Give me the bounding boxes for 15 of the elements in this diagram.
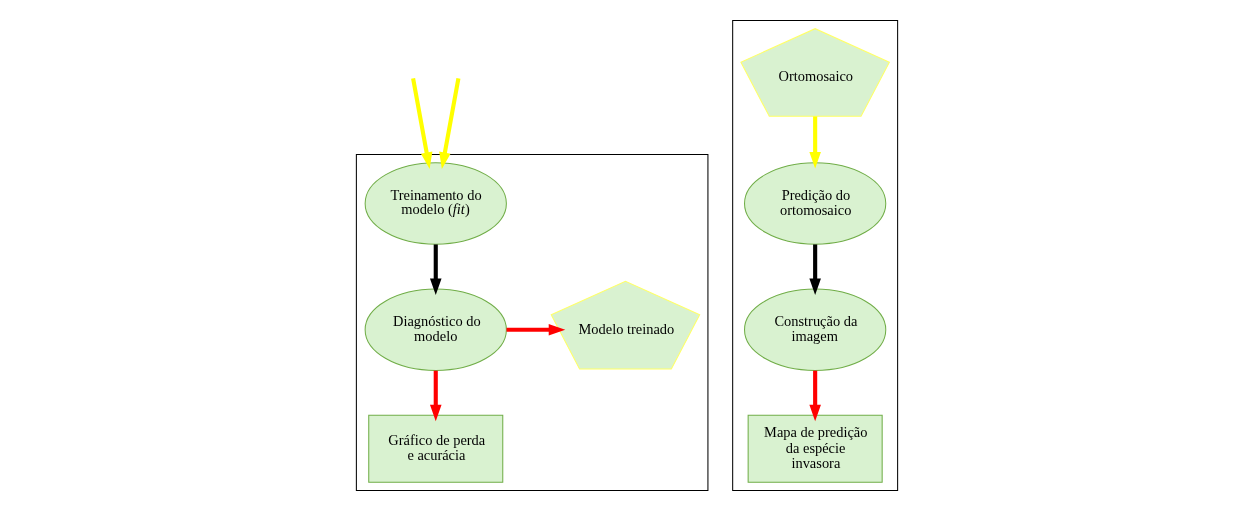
node-ellipse: Predição do ortomosaico [743, 162, 886, 245]
node-ellipse: Diagnóstico do modelo [364, 288, 507, 371]
node-box: Gráfico de perda e acurácia [367, 414, 503, 483]
cluster [731, 19, 898, 492]
node-box: Mapa de predição da espécie invasora [747, 414, 883, 483]
arrow [410, 77, 432, 169]
arrow [429, 370, 442, 422]
arrow [808, 370, 821, 422]
node-ellipse: Construção da imagem [743, 288, 886, 371]
node-ellipse: Treinamento do modelo (fit) [364, 162, 507, 245]
arrow [808, 116, 821, 169]
arrow [429, 244, 442, 296]
arrow [506, 323, 565, 336]
arrow [438, 77, 460, 169]
arrow [808, 244, 821, 295]
